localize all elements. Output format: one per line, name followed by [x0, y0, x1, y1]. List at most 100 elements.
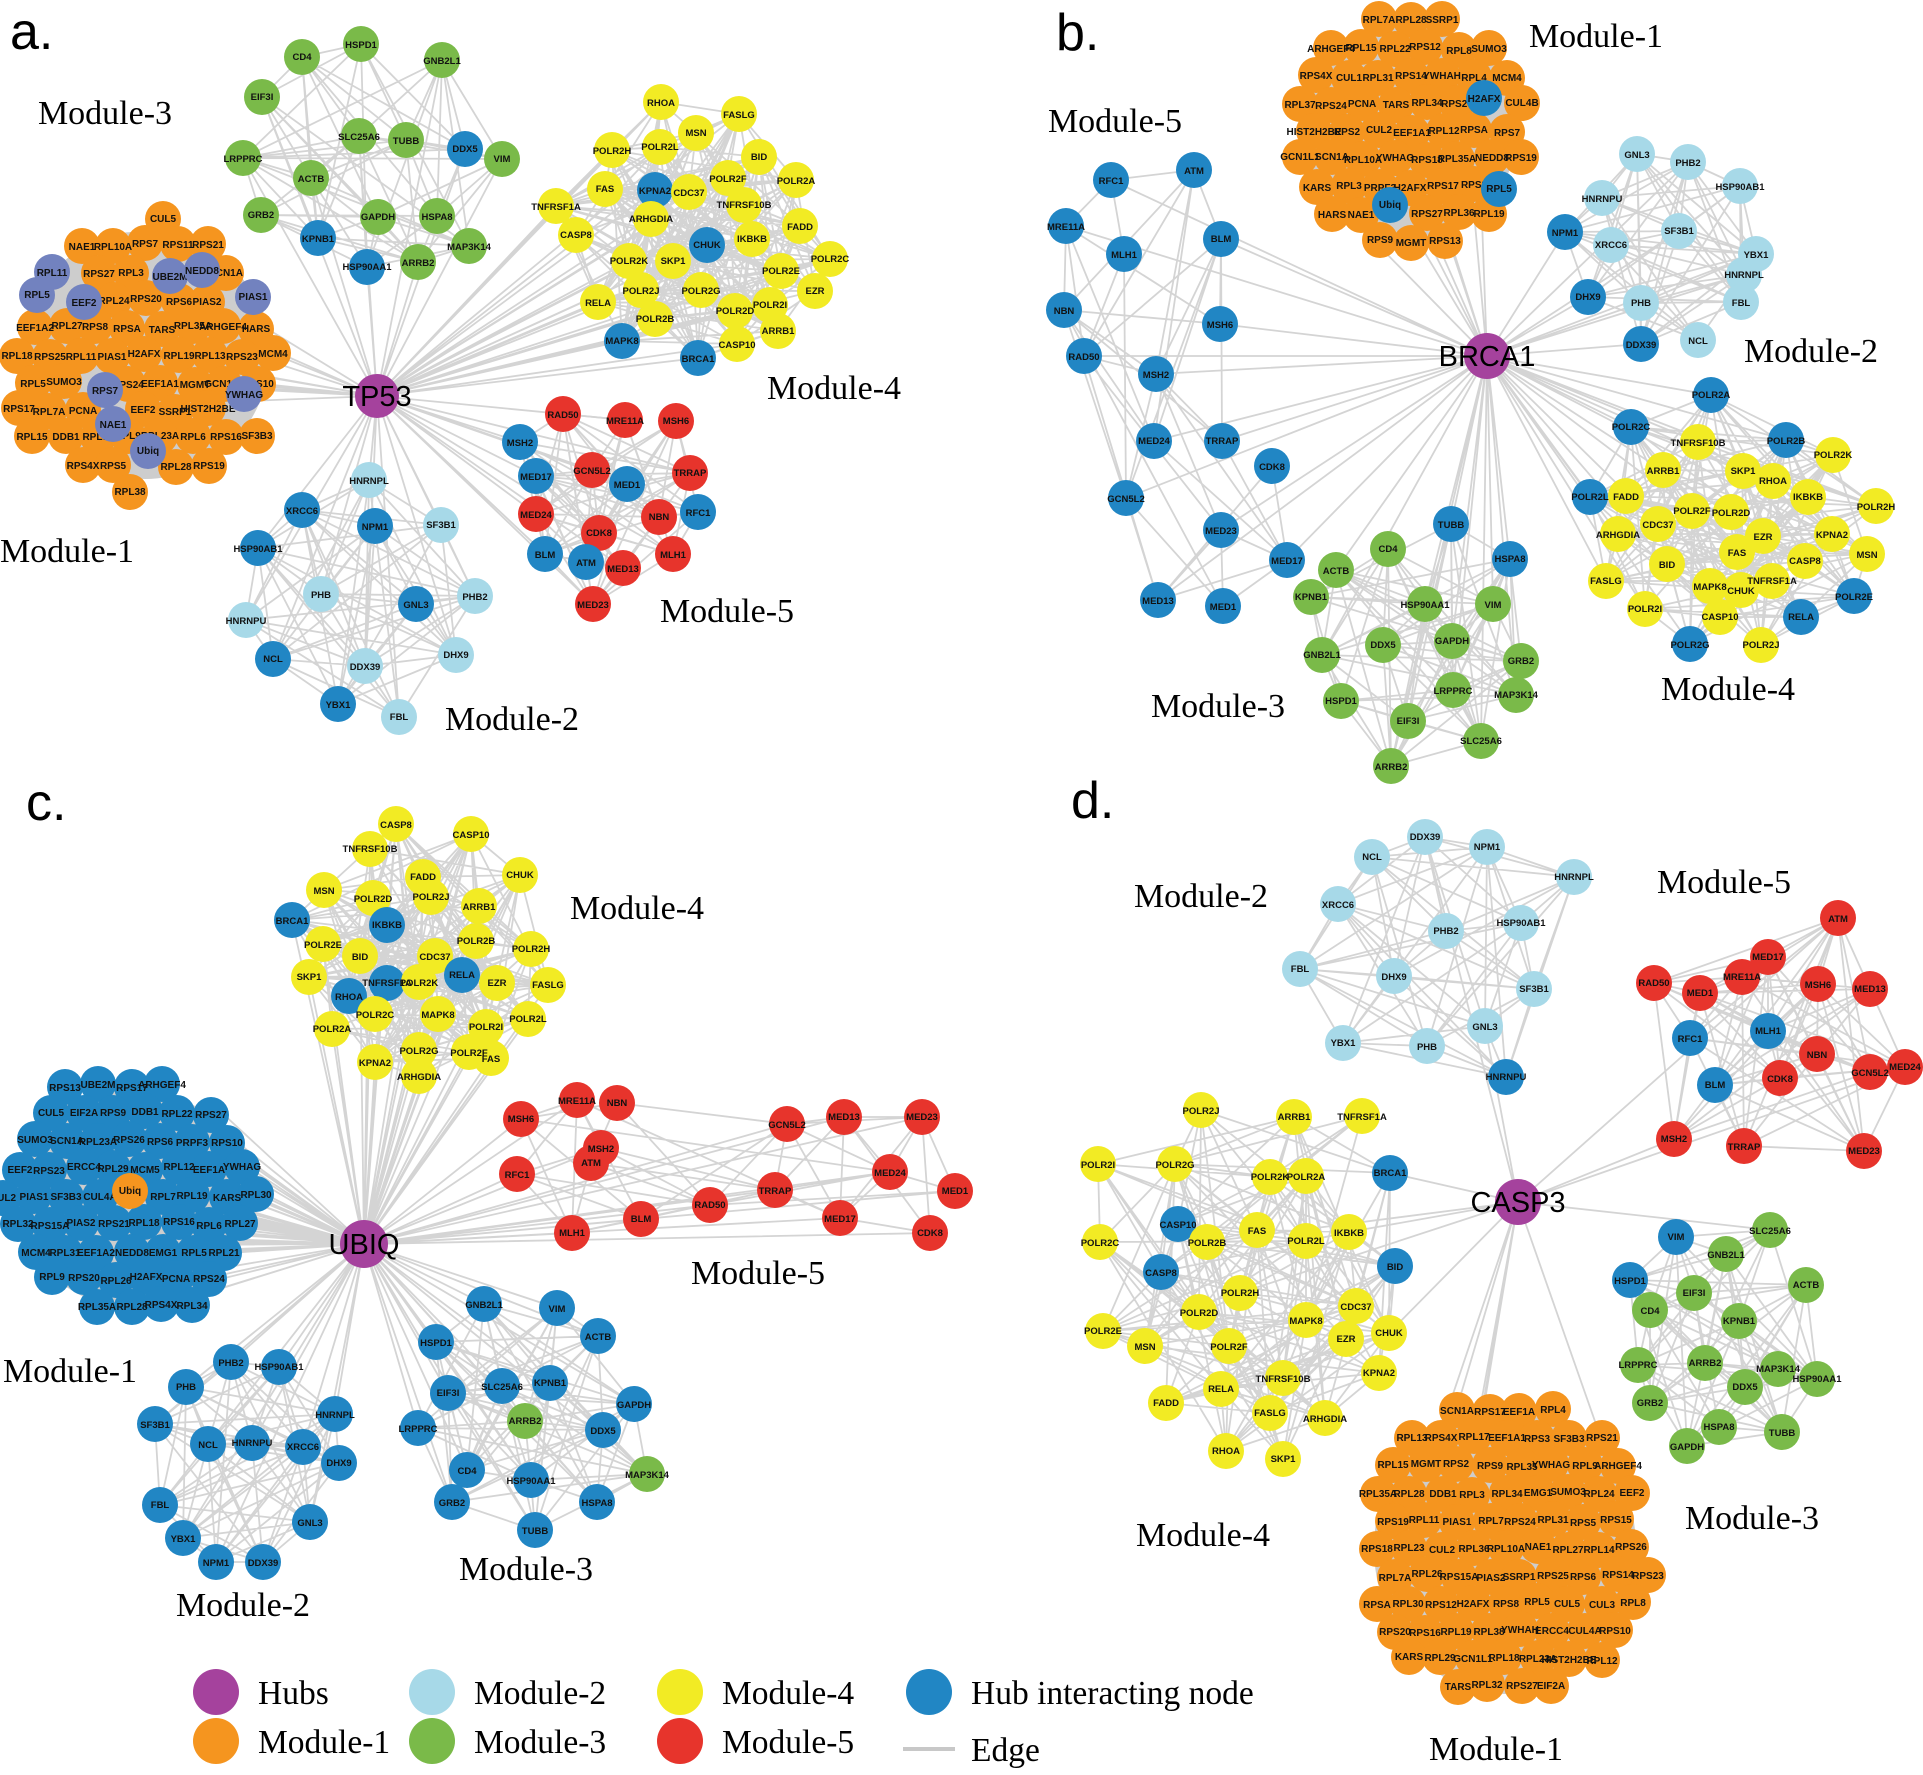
- svg-text:MAPK8: MAPK8: [605, 336, 638, 347]
- svg-text:GAPDH: GAPDH: [617, 1400, 651, 1411]
- svg-text:TNFRSF10B: TNFRSF10B: [717, 200, 772, 211]
- svg-text:KPNA2: KPNA2: [639, 186, 671, 197]
- svg-text:RPS16: RPS16: [163, 1217, 195, 1228]
- svg-text:MED23: MED23: [1205, 526, 1237, 537]
- svg-text:RPL13: RPL13: [1396, 1433, 1428, 1444]
- svg-text:RPL9: RPL9: [39, 1272, 65, 1283]
- svg-text:POLR2B: POLR2B: [636, 314, 675, 325]
- svg-text:DDX5: DDX5: [1732, 1382, 1758, 1393]
- svg-text:MGMT: MGMT: [1396, 238, 1427, 249]
- svg-text:Module-2: Module-2: [445, 701, 579, 738]
- svg-text:EZR: EZR: [1754, 532, 1773, 543]
- svg-text:RPL30: RPL30: [240, 1190, 272, 1201]
- svg-text:DDX5: DDX5: [452, 144, 478, 155]
- svg-text:HIST2H2BE: HIST2H2BE: [1541, 1655, 1596, 1666]
- svg-text:RPL10A: RPL10A: [1487, 1544, 1525, 1555]
- svg-text:GNB2L1: GNB2L1: [423, 56, 461, 67]
- svg-text:ARRB2: ARRB2: [509, 1416, 542, 1427]
- svg-text:PCNA: PCNA: [162, 1274, 190, 1285]
- svg-text:TARS: TARS: [1445, 1682, 1472, 1693]
- svg-text:ARRB1: ARRB1: [1647, 466, 1680, 477]
- svg-text:DDX39: DDX39: [248, 1558, 279, 1569]
- svg-text:HNRNPL: HNRNPL: [315, 1410, 355, 1421]
- svg-text:ARRB1: ARRB1: [463, 902, 496, 913]
- svg-text:POLR2H: POLR2H: [593, 146, 632, 157]
- svg-text:RPL29: RPL29: [97, 1164, 129, 1175]
- svg-text:GCN1L1: GCN1L1: [1280, 152, 1320, 163]
- svg-text:RPL9: RPL9: [115, 431, 141, 442]
- svg-text:SUMO3: SUMO3: [1550, 1487, 1586, 1498]
- svg-text:GAPDH: GAPDH: [1435, 636, 1469, 647]
- svg-text:H2AFX: H2AFX: [1457, 1599, 1490, 1610]
- svg-text:DHX9: DHX9: [326, 1458, 351, 1469]
- svg-text:GNL3: GNL3: [1472, 1022, 1497, 1033]
- svg-text:HSPA8: HSPA8: [1495, 554, 1526, 565]
- svg-text:CUL2: CUL2: [0, 1193, 16, 1204]
- svg-text:RPS17: RPS17: [1427, 181, 1459, 192]
- svg-text:POLR2A: POLR2A: [777, 176, 816, 187]
- svg-text:NBN: NBN: [649, 512, 670, 523]
- svg-text:POLR2J: POLR2J: [1183, 1106, 1220, 1117]
- svg-text:NEDD8: NEDD8: [1475, 153, 1509, 164]
- svg-text:RPL35A: RPL35A: [1359, 1489, 1397, 1500]
- svg-text:MRE11A: MRE11A: [1723, 972, 1761, 983]
- svg-text:GRB2: GRB2: [248, 210, 274, 221]
- svg-text:TRRAP: TRRAP: [674, 468, 707, 479]
- svg-text:TNFRSF1A: TNFRSF1A: [362, 978, 412, 989]
- svg-text:RPL38: RPL38: [1473, 1627, 1505, 1638]
- svg-text:MLH1: MLH1: [1755, 1026, 1782, 1037]
- svg-text:MED24: MED24: [1889, 1062, 1921, 1073]
- svg-text:MSH6: MSH6: [663, 416, 689, 427]
- svg-text:MSH2: MSH2: [507, 438, 533, 449]
- svg-text:MAPK8: MAPK8: [421, 1010, 454, 1021]
- svg-text:RPS23: RPS23: [33, 1166, 65, 1177]
- svg-text:POLR2I: POLR2I: [753, 300, 787, 311]
- svg-text:ARHGDIA: ARHGDIA: [629, 214, 673, 225]
- svg-text:Module-5: Module-5: [722, 1724, 854, 1761]
- svg-text:MGMT: MGMT: [1411, 1459, 1442, 1470]
- svg-text:ATM: ATM: [1828, 914, 1848, 925]
- svg-text:RPL31: RPL31: [1362, 73, 1394, 84]
- svg-text:MRE11A: MRE11A: [558, 1096, 596, 1107]
- svg-text:ATM: ATM: [576, 558, 596, 569]
- svg-text:RPL38: RPL38: [114, 487, 146, 498]
- svg-text:POLR2E: POLR2E: [1084, 1326, 1122, 1337]
- svg-text:Module-3: Module-3: [1685, 1500, 1819, 1537]
- svg-text:MED13: MED13: [607, 564, 639, 575]
- svg-text:MED17: MED17: [520, 472, 552, 483]
- svg-text:d.: d.: [1071, 772, 1114, 830]
- svg-text:RPL18: RPL18: [128, 1218, 160, 1229]
- svg-text:RPS7: RPS7: [132, 239, 159, 250]
- svg-text:SUMO3: SUMO3: [17, 1135, 53, 1146]
- svg-text:EZR: EZR: [806, 286, 825, 297]
- svg-text:EIF2A: EIF2A: [1537, 1681, 1565, 1692]
- svg-text:MAPK8: MAPK8: [1693, 582, 1726, 593]
- svg-text:CD4: CD4: [292, 52, 312, 63]
- svg-text:RPL17: RPL17: [1458, 1432, 1490, 1443]
- svg-text:MAP3K14: MAP3K14: [625, 1470, 670, 1481]
- svg-text:RELA: RELA: [1208, 1384, 1234, 1395]
- svg-text:CDC37: CDC37: [419, 952, 450, 963]
- svg-text:YBX1: YBX1: [1331, 1038, 1357, 1049]
- svg-text:RPL18: RPL18: [1, 351, 33, 362]
- svg-text:RPL5: RPL5: [20, 379, 46, 390]
- svg-text:YWHAG: YWHAG: [225, 390, 264, 401]
- svg-text:RPL3: RPL3: [1336, 181, 1362, 192]
- svg-text:RPL5: RPL5: [24, 290, 50, 301]
- svg-text:RPS2: RPS2: [1334, 127, 1361, 138]
- svg-text:RPS8: RPS8: [1493, 1599, 1520, 1610]
- svg-text:POLR2K: POLR2K: [400, 978, 439, 989]
- svg-text:RPS15A: RPS15A: [31, 1221, 70, 1232]
- svg-text:RHOA: RHOA: [1759, 476, 1787, 487]
- svg-text:Module-3: Module-3: [474, 1724, 606, 1761]
- svg-text:SF3B1: SF3B1: [140, 1420, 170, 1431]
- svg-text:HNRNPL: HNRNPL: [1554, 872, 1594, 883]
- svg-text:RPL11: RPL11: [66, 352, 97, 363]
- svg-text:TUBB: TUBB: [393, 136, 420, 147]
- svg-text:POLR2D: POLR2D: [1180, 1308, 1219, 1319]
- svg-text:BID: BID: [352, 952, 369, 963]
- svg-text:RPS5: RPS5: [100, 461, 127, 472]
- svg-text:MED13: MED13: [1854, 984, 1886, 995]
- svg-text:CDK8: CDK8: [1767, 1074, 1793, 1085]
- svg-text:Ubiq: Ubiq: [119, 1186, 141, 1197]
